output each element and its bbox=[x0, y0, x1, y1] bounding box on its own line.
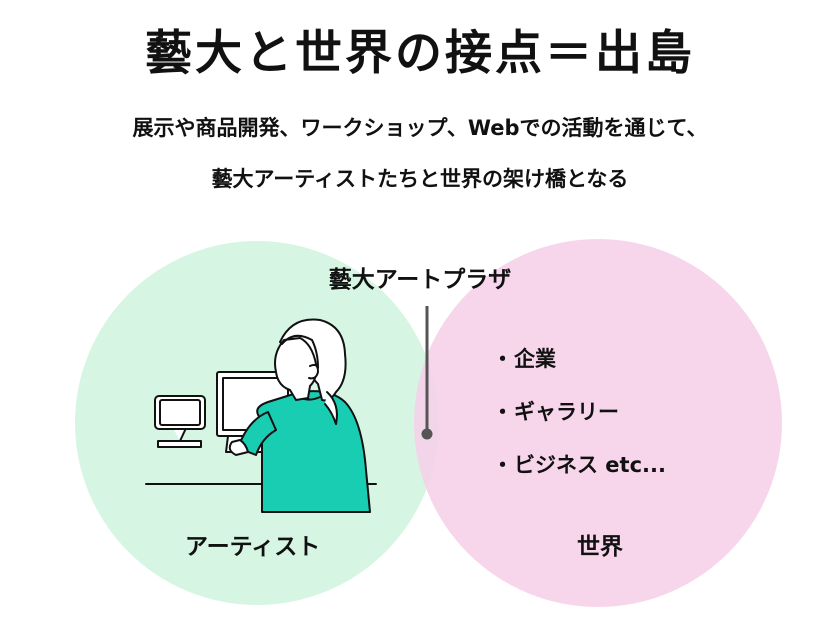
world-circle bbox=[414, 239, 782, 607]
world-circle-label: 世界 bbox=[577, 534, 623, 560]
bullet: ・ bbox=[492, 400, 513, 424]
world-items-list: ・企業 ・ギャラリー ・ビジネス etc... bbox=[492, 346, 666, 505]
page-title: 藝大と世界の接点＝出島 bbox=[145, 26, 695, 81]
list-item: ・企業 bbox=[492, 346, 666, 373]
bullet: ・ bbox=[492, 453, 513, 477]
world-item-label: 企業 bbox=[514, 347, 556, 371]
person-at-laptop-illustration bbox=[145, 318, 377, 513]
subtitle-line-1: 展示や商品開発、ワークショップ、Webでの活動を通じて、 bbox=[132, 116, 708, 140]
bullet: ・ bbox=[492, 347, 513, 371]
subtitle-line-2: 藝大アーティストたちと世界の架け橋となる bbox=[211, 167, 629, 191]
world-item-label: ビジネス etc... bbox=[514, 453, 666, 477]
artist-circle-label: アーティスト bbox=[185, 534, 321, 560]
overlap-label: 藝大アートプラザ bbox=[328, 267, 512, 293]
world-item-label: ギャラリー bbox=[514, 400, 619, 424]
phone-on-stand-icon bbox=[154, 395, 206, 448]
list-item: ・ビジネス etc... bbox=[492, 452, 666, 479]
overlap-pointer-dot bbox=[421, 428, 433, 440]
list-item: ・ギャラリー bbox=[492, 399, 666, 426]
